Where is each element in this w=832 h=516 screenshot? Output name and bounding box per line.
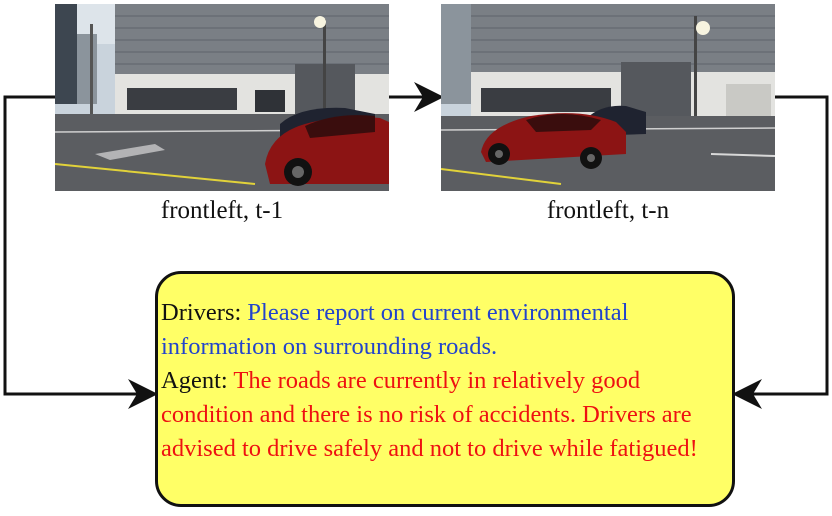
camera-frame-t-minus-1: [55, 4, 389, 191]
frame-caption: frontleft, t-1: [160, 197, 284, 224]
agent-answer: The roads are currently in relatively go…: [161, 367, 698, 462]
driver-question: Please report on current environmental i…: [161, 299, 629, 360]
driver-label: Drivers:: [161, 299, 242, 326]
agent-label: Agent:: [161, 367, 228, 394]
agent-turn: Agent: The roads are currently in relati…: [161, 364, 722, 466]
left-loop-connector: [3, 95, 158, 409]
dialog-box: Drivers: Please report on current enviro…: [155, 271, 735, 507]
driver-turn: Drivers: Please report on current enviro…: [161, 296, 722, 364]
camera-frame-t-minus-n: [441, 4, 775, 191]
right-loop-connector: [732, 95, 829, 409]
frame-caption: frontleft, t-n: [546, 197, 670, 224]
